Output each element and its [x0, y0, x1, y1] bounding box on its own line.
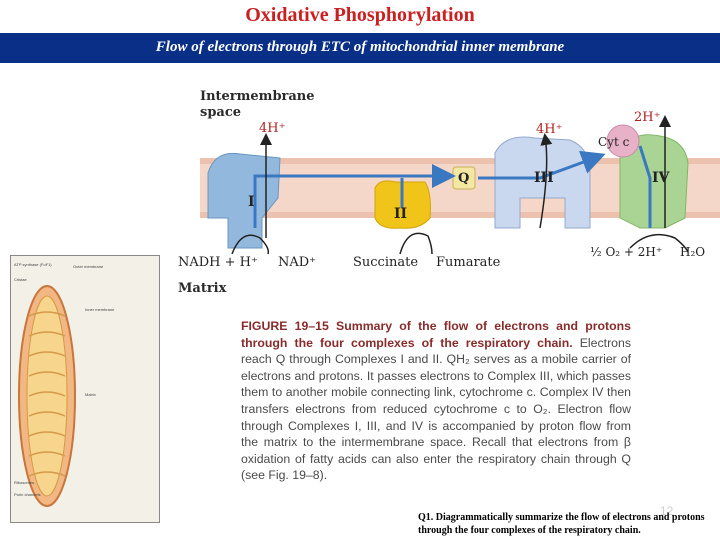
- figure-caption: FIGURE 19–15 Summary of the flow of elec…: [241, 318, 631, 484]
- proton-label-left: 4H⁺: [259, 121, 285, 136]
- inset-inner-membrane: Inner membrane: [85, 307, 115, 312]
- inset-cristae: Cristae: [14, 277, 27, 282]
- fumarate-label: Fumarate: [436, 255, 501, 270]
- mitochondrion-inset: ATP synthase (FoF1) Cristae Outer membra…: [10, 255, 160, 523]
- succinate-curve: [400, 233, 432, 254]
- proton-label-mid: 4H⁺: [536, 122, 562, 137]
- proton-label-right: 2H⁺: [634, 110, 660, 125]
- inset-porin-channels: Porin channels: [14, 492, 40, 497]
- complex-i-label: I: [248, 194, 255, 210]
- inset-matrix: Matrix: [85, 392, 96, 397]
- inset-outer-membrane: Outer membrane: [73, 264, 104, 269]
- complex-ii-label: II: [394, 206, 407, 222]
- inset-atp-synthase: ATP synthase (FoF1): [14, 262, 52, 267]
- caption-body: Electrons reach Q through Complexes I an…: [241, 336, 631, 483]
- nadh-label: NADH + H⁺: [178, 255, 258, 270]
- slide-subtitle: Flow of electrons through ETC of mitocho…: [0, 39, 720, 56]
- question-text: Q1. Diagrammatically summarize the flow …: [418, 511, 718, 537]
- succinate-label: Succinate: [353, 255, 418, 270]
- nad-label: NAD⁺: [278, 255, 316, 270]
- inset-ribosomes: Ribosomes: [14, 480, 34, 485]
- water-label: H₂O: [680, 245, 705, 259]
- oxygen-label: ½ O₂ + 2H⁺: [590, 245, 662, 259]
- q-label: Q: [458, 171, 469, 186]
- intermembrane-label-line1: Intermembrane: [200, 89, 315, 104]
- matrix-label: Matrix: [178, 281, 227, 296]
- complex-i: [208, 153, 280, 248]
- complex-iv-label: IV: [652, 170, 671, 186]
- cytc-label: Cyt c: [598, 135, 630, 149]
- caption-figure-number: FIGURE 19–15: [241, 319, 329, 333]
- slide-title: Oxidative Phosphorylation: [0, 4, 720, 27]
- complex-iii-label: III: [534, 170, 554, 186]
- mitochondrion-drawing: ATP synthase (FoF1) Cristae Outer membra…: [11, 256, 159, 522]
- intermembrane-label-line2: space: [200, 105, 241, 120]
